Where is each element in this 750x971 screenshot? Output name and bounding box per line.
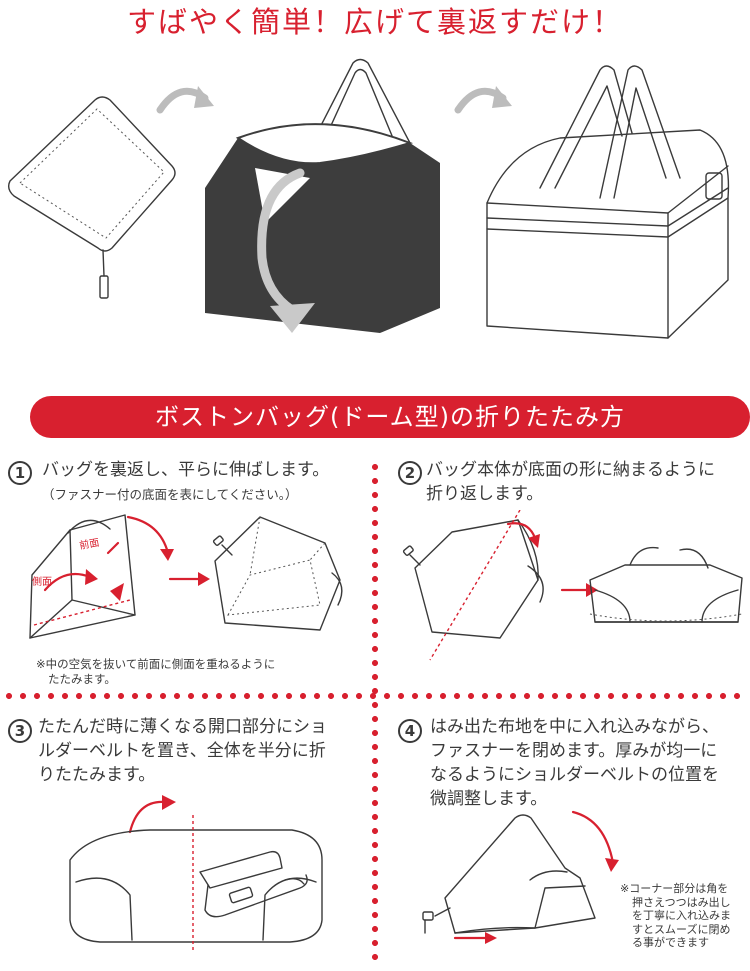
- step-2-line-2: 折り返します。: [426, 484, 544, 504]
- step-4-line-3: なるようにショルダーベルトの位置を: [430, 765, 719, 785]
- step-4-note-line-4: すとスムーズに閉め: [632, 922, 731, 936]
- step-3-line-1: たたんだ時に薄くなる開口部分にショ: [38, 717, 327, 737]
- step-3-line-3: りたたみます。: [38, 765, 156, 785]
- step-4-line-2: ファスナーを閉めます。厚みが均一に: [430, 741, 718, 761]
- step-1-text: バッグを裏返し、平らに伸ばします。: [42, 458, 367, 482]
- step-4-illustration: [422, 810, 619, 944]
- step-4-text: はみ出た布地を中に入れ込みながら、 ファスナーを閉めます。厚みが均一に なるよう…: [430, 715, 750, 811]
- page-headline: すばやく簡単！広げて裏返すだけ！: [126, 5, 623, 39]
- step-4-line-4: 微調整します。: [430, 789, 548, 809]
- divider-vertical: [372, 460, 378, 960]
- label-front: 前面: [78, 536, 100, 552]
- step-3-text: たたんだ時に薄くなる開口部分にショ ルダーベルトを置き、全体を半分に折 りたたみ…: [38, 715, 368, 787]
- step-4-number: 4: [398, 719, 422, 743]
- step-1-illustration: 前面 側面: [29, 514, 343, 639]
- step-2-line-1: バッグ本体が底面の形に納まるように: [426, 460, 715, 480]
- step-3-line-2: ルダーベルトを置き、全体を半分に折: [38, 741, 326, 761]
- folded-pouch-illustration: [7, 96, 176, 299]
- step-4-note-line-2: 押さえつつはみ出し: [632, 895, 731, 909]
- boston-bag-illustration: [486, 65, 730, 339]
- label-side: 側面: [32, 575, 52, 588]
- divider-horizontal: [2, 693, 748, 699]
- step-4-line-1: はみ出た布地を中に入れ込みながら、: [430, 717, 719, 737]
- step-3-illustration: [69, 795, 323, 950]
- step-3-number: 3: [8, 719, 32, 743]
- step-4-note-line-1: ※コーナー部分は角を: [620, 882, 729, 895]
- step-4-note-line-5: る事ができます: [632, 936, 709, 949]
- step-1-note: ※中の空気を抜いて前面に側面を重ねるように たたみます。: [36, 657, 356, 687]
- step-2-text: バッグ本体が底面の形に納まるように 折り返します。: [426, 458, 750, 506]
- step-2-number: 2: [398, 461, 422, 485]
- step-1-note-line-2: たたみます。: [48, 672, 116, 686]
- step-4-note: ※コーナー部分は角を 押さえつつはみ出し を丁寧に入れ込みま すとスムーズに閉め…: [620, 882, 748, 950]
- step-1-sub: （ファスナー付の底面を表にしてください。）: [42, 487, 298, 502]
- hero-illustration: [7, 58, 730, 339]
- step-1-line-1: バッグを裏返し、平らに伸ばします。: [42, 460, 330, 480]
- step-1-note-line-1: ※中の空気を抜いて前面に側面を重ねるように: [36, 657, 276, 671]
- inverted-bag-illustration: [205, 58, 440, 334]
- step-4-note-line-3: を丁寧に入れ込みま: [632, 909, 731, 922]
- section-banner: ボストンバッグ(ドーム型)の折りたたみ方: [30, 396, 750, 438]
- step-2-illustration: [402, 510, 743, 661]
- step-1-number: 1: [8, 461, 32, 485]
